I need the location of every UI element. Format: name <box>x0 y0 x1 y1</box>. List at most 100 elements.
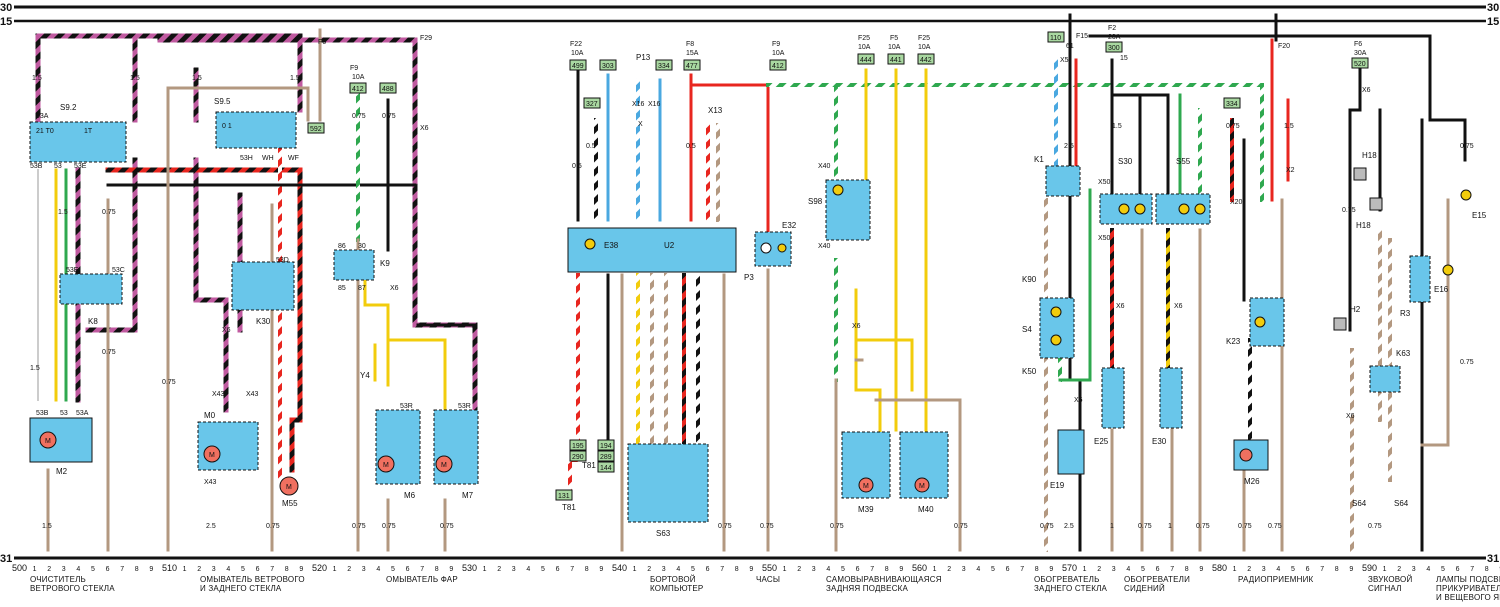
svg-text:499: 499 <box>572 63 584 70</box>
scale-digit: 5 <box>1441 566 1445 573</box>
scale-digit: 9 <box>899 566 903 573</box>
svg-text:303: 303 <box>602 63 614 70</box>
svg-text:0.75: 0.75 <box>162 379 176 386</box>
box-499: 499 <box>569 59 587 71</box>
svg-text:X6: X6 <box>420 125 429 132</box>
label-s64a: S64 <box>1352 499 1367 508</box>
fuse-f2-rating: 20A <box>1108 34 1121 41</box>
pin-wf: WF <box>288 155 299 162</box>
svg-text:0.75: 0.75 <box>954 523 968 530</box>
scale-digit: 7 <box>420 566 424 573</box>
scale-digit: 2 <box>47 566 51 573</box>
scale-digit: 6 <box>1156 566 1160 573</box>
scale-digit: 5 <box>241 566 245 573</box>
section-caption-wiper-line1: ОЧИСТИТЕЛЬ <box>30 575 86 584</box>
section-caption-trip-computer-line2: КОМПЬЮТЕР <box>650 584 703 593</box>
box-131: 131 <box>555 489 573 501</box>
svg-text:X20: X20 <box>1230 199 1243 206</box>
svg-text:X6: X6 <box>222 327 231 334</box>
motor-m6 <box>375 409 421 485</box>
label-m40: M40 <box>918 505 934 514</box>
scale-digit: 9 <box>1349 566 1353 573</box>
relay-k63 <box>1369 365 1401 393</box>
box-327: 327 <box>583 97 601 109</box>
label-k8: K8 <box>88 317 98 326</box>
scale-digit: 5 <box>991 566 995 573</box>
svg-text:M: M <box>863 483 869 490</box>
box-334: 334 <box>655 59 673 71</box>
label-m39: M39 <box>858 505 874 514</box>
label-y4: Y4 <box>360 371 370 380</box>
wire-labels: 1.5 1.5 1.5 1.5 0.75 0.75 1.5 0.75 0.75 … <box>30 43 1474 530</box>
label-s98: S98 <box>808 197 823 206</box>
svg-text:1.5: 1.5 <box>58 209 68 216</box>
svg-text:87: 87 <box>358 285 366 292</box>
label-k1: K1 <box>1034 155 1044 164</box>
box-300: 300 <box>1105 41 1123 53</box>
scale-digit: 9 <box>299 566 303 573</box>
pin-53a-s92: 53A <box>36 113 49 120</box>
fuse-f15: F15 <box>1076 33 1088 40</box>
svg-text:30: 30 <box>358 243 366 250</box>
scale-digit: 5 <box>1291 566 1295 573</box>
svg-text:289: 289 <box>600 454 612 461</box>
label-k90: K90 <box>1022 275 1037 284</box>
svg-text:M: M <box>441 462 447 469</box>
svg-text:X16: X16 <box>648 101 661 108</box>
number-boxes: 592 488 412 499 303 327 334 477 412 444 … <box>307 31 1369 501</box>
scale-digit: 4 <box>676 566 680 573</box>
scale-digit: 8 <box>1485 566 1489 573</box>
svg-text:M: M <box>286 484 292 491</box>
box-441: 441 <box>887 53 905 65</box>
scale-digit: 1 <box>1083 566 1087 573</box>
svg-text:444: 444 <box>860 57 872 64</box>
label-1t: 1T <box>84 128 93 135</box>
svg-text:1.5: 1.5 <box>290 75 300 82</box>
svg-text:0.75: 0.75 <box>382 113 396 120</box>
switch-s9-2 <box>29 121 127 163</box>
fuse-f5-rating: 10A <box>888 44 901 51</box>
box-195: 195 <box>569 439 587 451</box>
svg-text:2.5: 2.5 <box>1064 523 1074 530</box>
scale-digit: 3 <box>962 566 966 573</box>
scale-digit: 1 <box>1233 566 1237 573</box>
section-caption-rear-heater-line1: ОБОГРЕВАТЕЛЬ <box>1034 575 1100 584</box>
rear-window-heater-e19 <box>1057 429 1085 475</box>
svg-text:53E: 53E <box>74 163 87 170</box>
svg-text:X50: X50 <box>1098 235 1111 242</box>
svg-text:86: 86 <box>338 243 346 250</box>
svg-text:M: M <box>383 462 389 469</box>
scale-digit: 1 <box>1383 566 1387 573</box>
scale-mark-530: 530 <box>462 563 477 573</box>
svg-text:334: 334 <box>1226 101 1238 108</box>
relay-k8 <box>59 273 123 305</box>
fuse-f22: F22 <box>570 41 582 48</box>
svg-text:327: 327 <box>586 101 598 108</box>
label-h18b: H18 <box>1356 221 1371 230</box>
label-e19: E19 <box>1050 481 1065 490</box>
fuse-f2: F2 <box>1108 25 1116 32</box>
box-412: 412 <box>349 82 367 94</box>
scale-digit: 6 <box>856 566 860 573</box>
scale-digit: 6 <box>1006 566 1010 573</box>
lighter-r3 <box>1409 255 1431 303</box>
svg-text:0.75: 0.75 <box>830 523 844 530</box>
svg-text:1.5: 1.5 <box>30 365 40 372</box>
label-r3: R3 <box>1400 309 1411 318</box>
label-u2: U2 <box>664 241 675 250</box>
fuse-f6b: F6 <box>1354 41 1362 48</box>
scale-digit: 5 <box>391 566 395 573</box>
rail-31-label-left: 31 <box>0 553 12 565</box>
svg-text:0.75: 0.75 <box>1040 523 1054 530</box>
rail-15-label-right: 15 <box>1487 16 1499 28</box>
box-477: 477 <box>683 59 701 71</box>
scale-digit: 4 <box>1426 566 1430 573</box>
scale-digit: 1 <box>933 566 937 573</box>
scale-digit: 2 <box>347 566 351 573</box>
scale-digit: 6 <box>406 566 410 573</box>
box-412b: 412 <box>769 59 787 71</box>
label-s64b: S64 <box>1394 499 1409 508</box>
label-s63: S63 <box>656 529 671 538</box>
svg-text:0.75: 0.75 <box>1460 359 1474 366</box>
svg-text:M: M <box>45 438 51 445</box>
